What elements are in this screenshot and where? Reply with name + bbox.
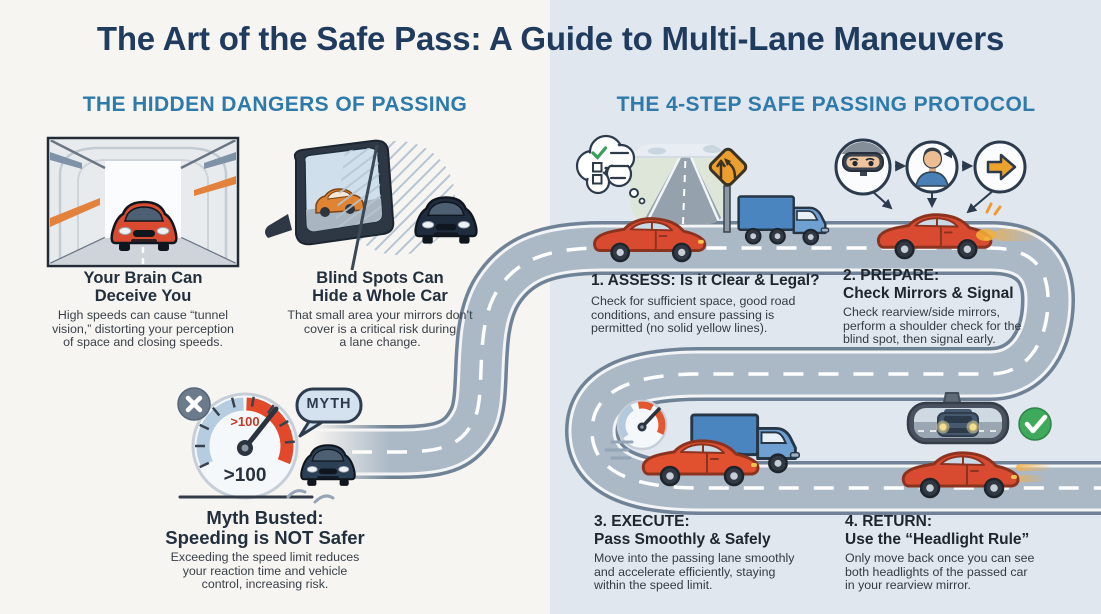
step1-body-line: Check for sufficient space, good road <box>591 294 796 308</box>
step3-title: 3. EXECUTE: Pass Smoothly & Safely <box>594 513 771 548</box>
step3-execute-illustration <box>604 399 801 487</box>
myth-heading-line: Myth Busted: <box>206 507 324 528</box>
speedometer-icon <box>616 399 668 451</box>
step1-body-line: permitted (no solid yellow lines). <box>591 321 768 336</box>
item1-body: High speeds can cause “tunnel vision,” d… <box>33 308 253 350</box>
step1-body-line: conditions, and ensure passing is <box>591 307 775 322</box>
myth-heading-line: Speeding is NOT Safer <box>165 526 365 548</box>
item2-heading: Blind Spots Can Hide a Whole Car <box>282 269 478 305</box>
step4-body-line: both headlights of the passed car <box>845 564 1028 579</box>
myth-heading: Myth Busted: Speeding is NOT Safer <box>115 508 415 547</box>
speedometer-gauge-icon <box>178 392 314 500</box>
step2-body-line: blind spot, then signal early. <box>843 332 996 347</box>
step4-title-line: Use the “Headlight Rule” <box>845 530 1030 548</box>
step3-body: Move into the passing lane smoothly and … <box>594 551 824 593</box>
step1-body: Check for sufficient space, good road co… <box>591 294 821 336</box>
myth-speech-bubble <box>295 387 363 438</box>
shoulder-check-icon <box>905 140 959 194</box>
step3-body-line: Move into the passing lane smoothly <box>594 551 795 565</box>
step4-body-line: Only move back once you can see <box>845 551 1035 565</box>
left-section-header: THE HIDDEN DANGERS OF PASSING <box>82 93 468 116</box>
mirror-eyes-check-icon <box>834 138 892 196</box>
item2-heading-line: Blind Spots Can <box>316 269 444 287</box>
step2-title-line: Check Mirrors & Signal <box>843 284 1014 302</box>
myth-body-line: your reaction time and vehicle <box>182 563 348 578</box>
item2-body: That small area your mirrors don’t cover… <box>272 308 488 350</box>
speed-lines <box>604 440 634 460</box>
step1-title: 1. ASSESS: Is it Clear & Legal? <box>591 272 820 290</box>
item2-body-line: a lane change. <box>339 335 421 350</box>
step4-body: Only move back once you can see both hea… <box>845 551 1065 593</box>
step3-body-line: within the speed limit. <box>594 578 713 593</box>
tunnel-vision-illustration <box>46 136 240 268</box>
step2-body-line: perform a shoulder check for the <box>843 318 1022 333</box>
check-icon <box>1018 407 1052 441</box>
headlight-beam <box>1016 475 1046 482</box>
right-section-header: THE 4-STEP SAFE PASSING PROTOCOL <box>616 93 1036 116</box>
signal-glow-streak <box>995 229 1041 241</box>
thought-bubble-checklist-icon <box>575 134 646 205</box>
road-center-dashes <box>282 246 1101 490</box>
skidding-car-icon <box>286 444 356 504</box>
myth-body: Exceeding the speed limit reduces your r… <box>145 550 385 592</box>
myth-badge-label: MYTH <box>306 396 352 412</box>
step2-title: 2. PREPARE: Check Mirrors & Signal <box>843 267 1014 302</box>
myth-busted-illustration <box>177 387 363 504</box>
step3-title-line: Pass Smoothly & Safely <box>594 530 771 548</box>
page-title: The Art of the Safe Pass: A Guide to Mul… <box>96 20 1005 57</box>
item2-heading-line: Hide a Whole Car <box>312 287 448 305</box>
road-horizon-vignette <box>630 144 728 224</box>
step4-return-illustration <box>901 392 1052 499</box>
rearview-mirror-icon <box>906 392 1010 445</box>
item2-body-line: That small area your mirrors don’t <box>287 308 473 322</box>
step1-assess-illustration <box>575 134 830 263</box>
step3-title-line: 3. EXECUTE: <box>594 513 690 530</box>
step2-body-line: Check rearview/side mirrors, <box>843 305 1000 319</box>
step4-title-line: 4. RETURN: <box>845 513 932 530</box>
step3-body-line: and accelerate efficiently, staying <box>594 564 776 579</box>
item1-heading: Your Brain Can Deceive You <box>47 269 239 305</box>
merge-sign-icon <box>708 147 748 233</box>
step2-body: Check rearview/side mirrors, perform a s… <box>843 305 1043 347</box>
item1-body-line: vision,” distorting your perception <box>52 321 234 336</box>
gauge-bottom-label: >100 <box>223 465 267 486</box>
myth-body-line: Exceeding the speed limit reduces <box>170 550 360 564</box>
x-icon <box>177 387 211 421</box>
myth-body-line: control, increasing risk. <box>201 577 329 592</box>
step1-title-line: 1. ASSESS: Is it Clear & Legal? <box>591 272 820 289</box>
step2-prepare-illustration <box>834 138 1041 260</box>
blind-spot-illustration <box>265 139 478 271</box>
step4-body-line: in your rearview mirror. <box>845 578 971 593</box>
step2-title-line: 2. PREPARE: <box>843 267 940 284</box>
item2-body-line: cover is a critical risk during <box>303 321 457 336</box>
step4-title: 4. RETURN: Use the “Headlight Rule” <box>845 513 1029 548</box>
item1-body-line: of space and closing speeds. <box>63 335 223 350</box>
item1-body-line: High speeds can cause “tunnel <box>57 308 229 322</box>
item1-heading-line: Your Brain Can <box>83 269 203 287</box>
headlight-beam <box>1016 464 1052 471</box>
left-panel-background <box>0 0 550 614</box>
signal-arrow-icon <box>973 140 1027 194</box>
item1-heading-line: Deceive You <box>94 287 192 305</box>
gauge-top-label: >100 <box>230 414 260 429</box>
